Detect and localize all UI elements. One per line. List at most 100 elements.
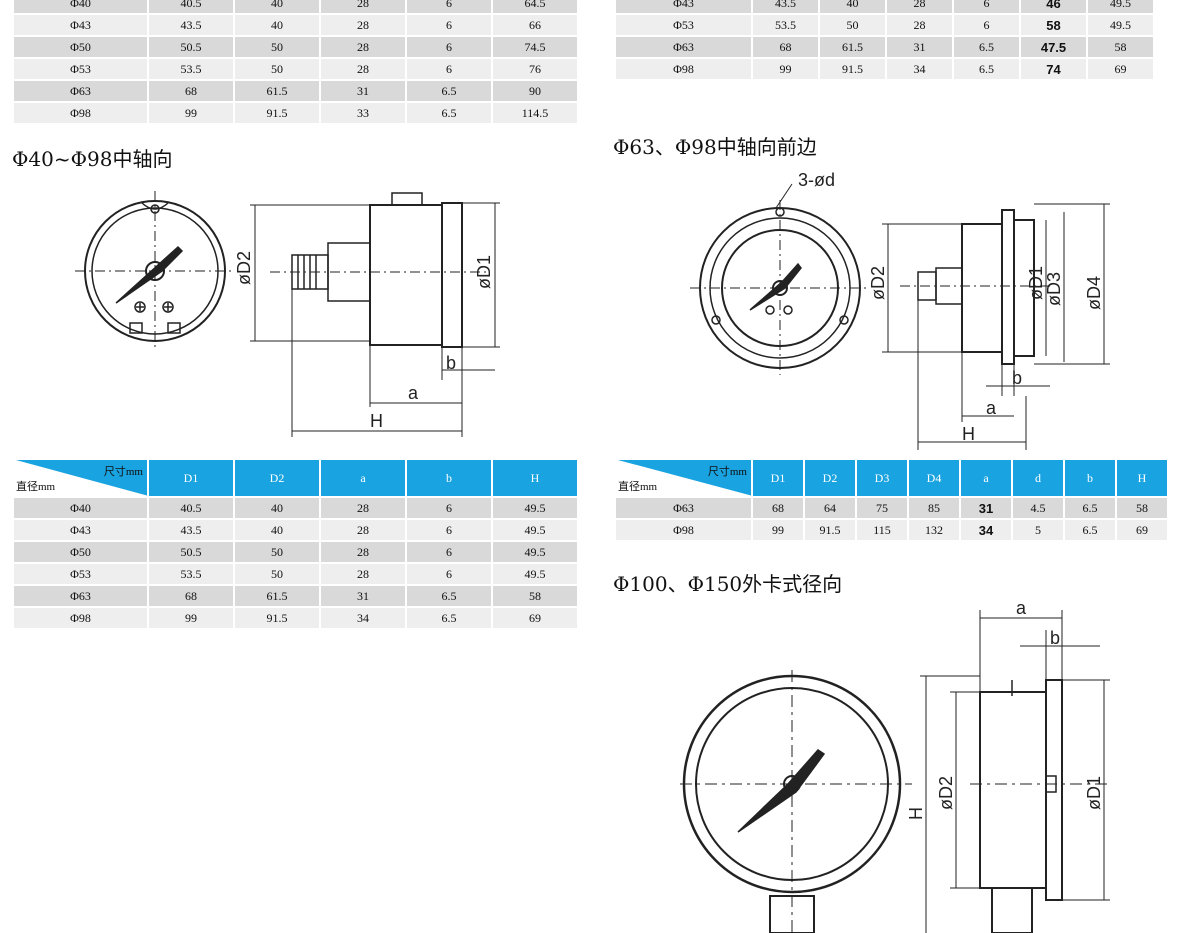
table-cell: 6 (407, 15, 491, 37)
dim-label-a: a (1016, 600, 1027, 618)
dim-label-d1: øD1 (1026, 266, 1046, 300)
row-diameter-cell: Φ98 (616, 59, 751, 81)
axial-front-flange-drawing: 3-ød øD2 øD1 øD3 øD4 b a H (690, 170, 1110, 450)
dim-label-d2: øD2 (936, 776, 956, 810)
table-cell: 6 (407, 59, 491, 81)
dim-label-d4: øD4 (1084, 276, 1104, 310)
table-cell: 53.5 (149, 59, 233, 81)
table-cell: 50 (235, 542, 319, 564)
row-diameter-cell: Φ43 (14, 520, 147, 542)
table-cell: 6.5 (1065, 498, 1115, 520)
column-header: b (407, 460, 491, 498)
dim-label-h: H (906, 807, 926, 820)
table-cell: 28 (321, 498, 405, 520)
table-cell: 49.5 (493, 542, 577, 564)
column-header: D3 (857, 460, 907, 498)
table-cell: 49.5 (1088, 0, 1153, 15)
table-cell: 6.5 (954, 59, 1019, 81)
radial-front-view (680, 670, 912, 933)
table-cell: 49.5 (1088, 15, 1153, 37)
table-cell: 40.5 (149, 498, 233, 520)
dimension-lines (250, 202, 500, 437)
column-header: a (961, 460, 1011, 498)
table-cell: 58 (1117, 498, 1167, 520)
column-header: b (1065, 460, 1115, 498)
radial-clip-gauge-drawing: a b H øD2 øD1 (680, 600, 1110, 933)
row-diameter-cell: Φ43 (14, 15, 147, 37)
table-cell: 43.5 (149, 15, 233, 37)
table-cell: 6.5 (407, 103, 491, 125)
table-cell: 40 (235, 498, 319, 520)
table-cell: 68 (149, 81, 233, 103)
table-cell: 114.5 (493, 103, 577, 125)
table-cell: 31 (961, 498, 1011, 520)
dim-label-b: b (1050, 628, 1060, 648)
table-cell: 75 (857, 498, 907, 520)
table-cell: 28 (321, 564, 405, 586)
row-diameter-cell: Φ98 (14, 103, 147, 125)
table-cell: 40 (235, 15, 319, 37)
table-cell: 34 (961, 520, 1011, 542)
flange-front-view (690, 183, 870, 375)
row-diameter-cell: Φ43 (616, 0, 751, 15)
table-cell: 91.5 (235, 608, 319, 630)
row-diameter-cell: Φ50 (14, 542, 147, 564)
table-cell: 6.5 (407, 586, 491, 608)
row-diameter-cell: Φ63 (616, 498, 751, 520)
table-cell: 6.5 (407, 608, 491, 630)
table-cell: 64.5 (493, 0, 577, 15)
table-cell: 47.5 (1021, 37, 1086, 59)
column-header: D1 (149, 460, 233, 498)
row-diameter-cell: Φ63 (14, 81, 147, 103)
flange-side-view (900, 209, 1050, 365)
table-cell: 91.5 (235, 103, 319, 125)
table-cell: 49.5 (493, 498, 577, 520)
dim-label-holes: 3-ød (798, 170, 835, 190)
table-cell: 49.5 (493, 520, 577, 542)
dim-label-d2: øD2 (234, 251, 254, 285)
radial-dimension-lines (920, 610, 1110, 933)
row-diameter-cell: Φ53 (14, 59, 147, 81)
table-cell: 132 (909, 520, 959, 542)
table-cell: 74 (1021, 59, 1086, 81)
dim-label-h: H (370, 411, 383, 431)
dim-label-b: b (1012, 368, 1022, 388)
table-cell: 6 (407, 564, 491, 586)
table-cell: 6 (407, 520, 491, 542)
row-diameter-cell: Φ50 (14, 37, 147, 59)
table-cell: 99 (149, 103, 233, 125)
table-cell: 50 (820, 15, 885, 37)
table-cell: 58 (1021, 15, 1086, 37)
corner-label-size: 尺寸mm (707, 466, 747, 478)
row-diameter-cell: Φ63 (616, 37, 751, 59)
dim-label-d1: øD1 (1084, 776, 1104, 810)
table-cell: 115 (857, 520, 907, 542)
row-diameter-cell: Φ40 (14, 498, 147, 520)
table-cell: 49.5 (493, 564, 577, 586)
table-cell: 40 (235, 0, 319, 15)
table-cell: 28 (321, 59, 405, 81)
table-cell: 31 (887, 37, 952, 59)
table-cell: 61.5 (235, 81, 319, 103)
table-cell: 6.5 (1065, 520, 1115, 542)
row-diameter-cell: Φ98 (14, 608, 147, 630)
row-diameter-cell: Φ53 (616, 15, 751, 37)
